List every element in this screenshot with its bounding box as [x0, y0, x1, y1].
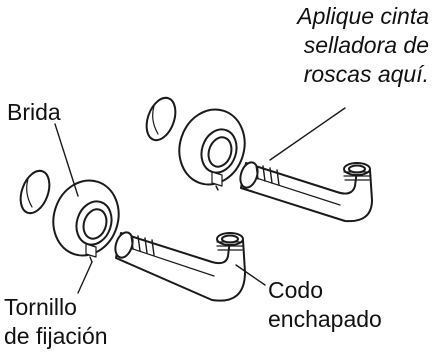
set-screw-line-2: de fijación	[4, 323, 108, 349]
lower-flange	[52, 179, 120, 263]
leader-lines	[54, 107, 346, 294]
lower-elbow-thread	[114, 231, 155, 259]
elbow-label: Codo enchapado	[268, 276, 382, 334]
elbow-line-1: Codo	[268, 277, 323, 303]
lower-elbow-pipe	[114, 231, 246, 302]
flange-leader	[54, 123, 79, 197]
lower-elbow-top-thread	[216, 232, 244, 251]
set-screw-leader	[77, 261, 93, 294]
thread-tape-line-3: roscas aquí.	[303, 61, 429, 87]
lower-escutcheon-disc	[19, 169, 51, 215]
upper-elbow-thread	[239, 161, 280, 189]
set-screw-line-1: Tornillo	[4, 294, 77, 320]
upper-escutcheon-disc	[145, 96, 177, 142]
thread-tape-label: Aplique cinta selladora de roscas aquí.	[297, 2, 429, 89]
upper-elbow-top-thread	[343, 162, 371, 181]
elbow-leader	[235, 264, 266, 286]
flange-label: Brida	[7, 99, 61, 125]
set-screw-label: Tornillo de fijación	[4, 293, 108, 351]
thread-tape-line-2: selladora de	[303, 32, 429, 58]
thread-tape-leader	[269, 107, 346, 161]
elbow-line-2: enchapado	[268, 306, 382, 332]
upper-elbow-pipe	[239, 161, 373, 223]
thread-tape-line-1: Aplique cinta	[297, 3, 429, 29]
upper-flange	[178, 108, 246, 191]
